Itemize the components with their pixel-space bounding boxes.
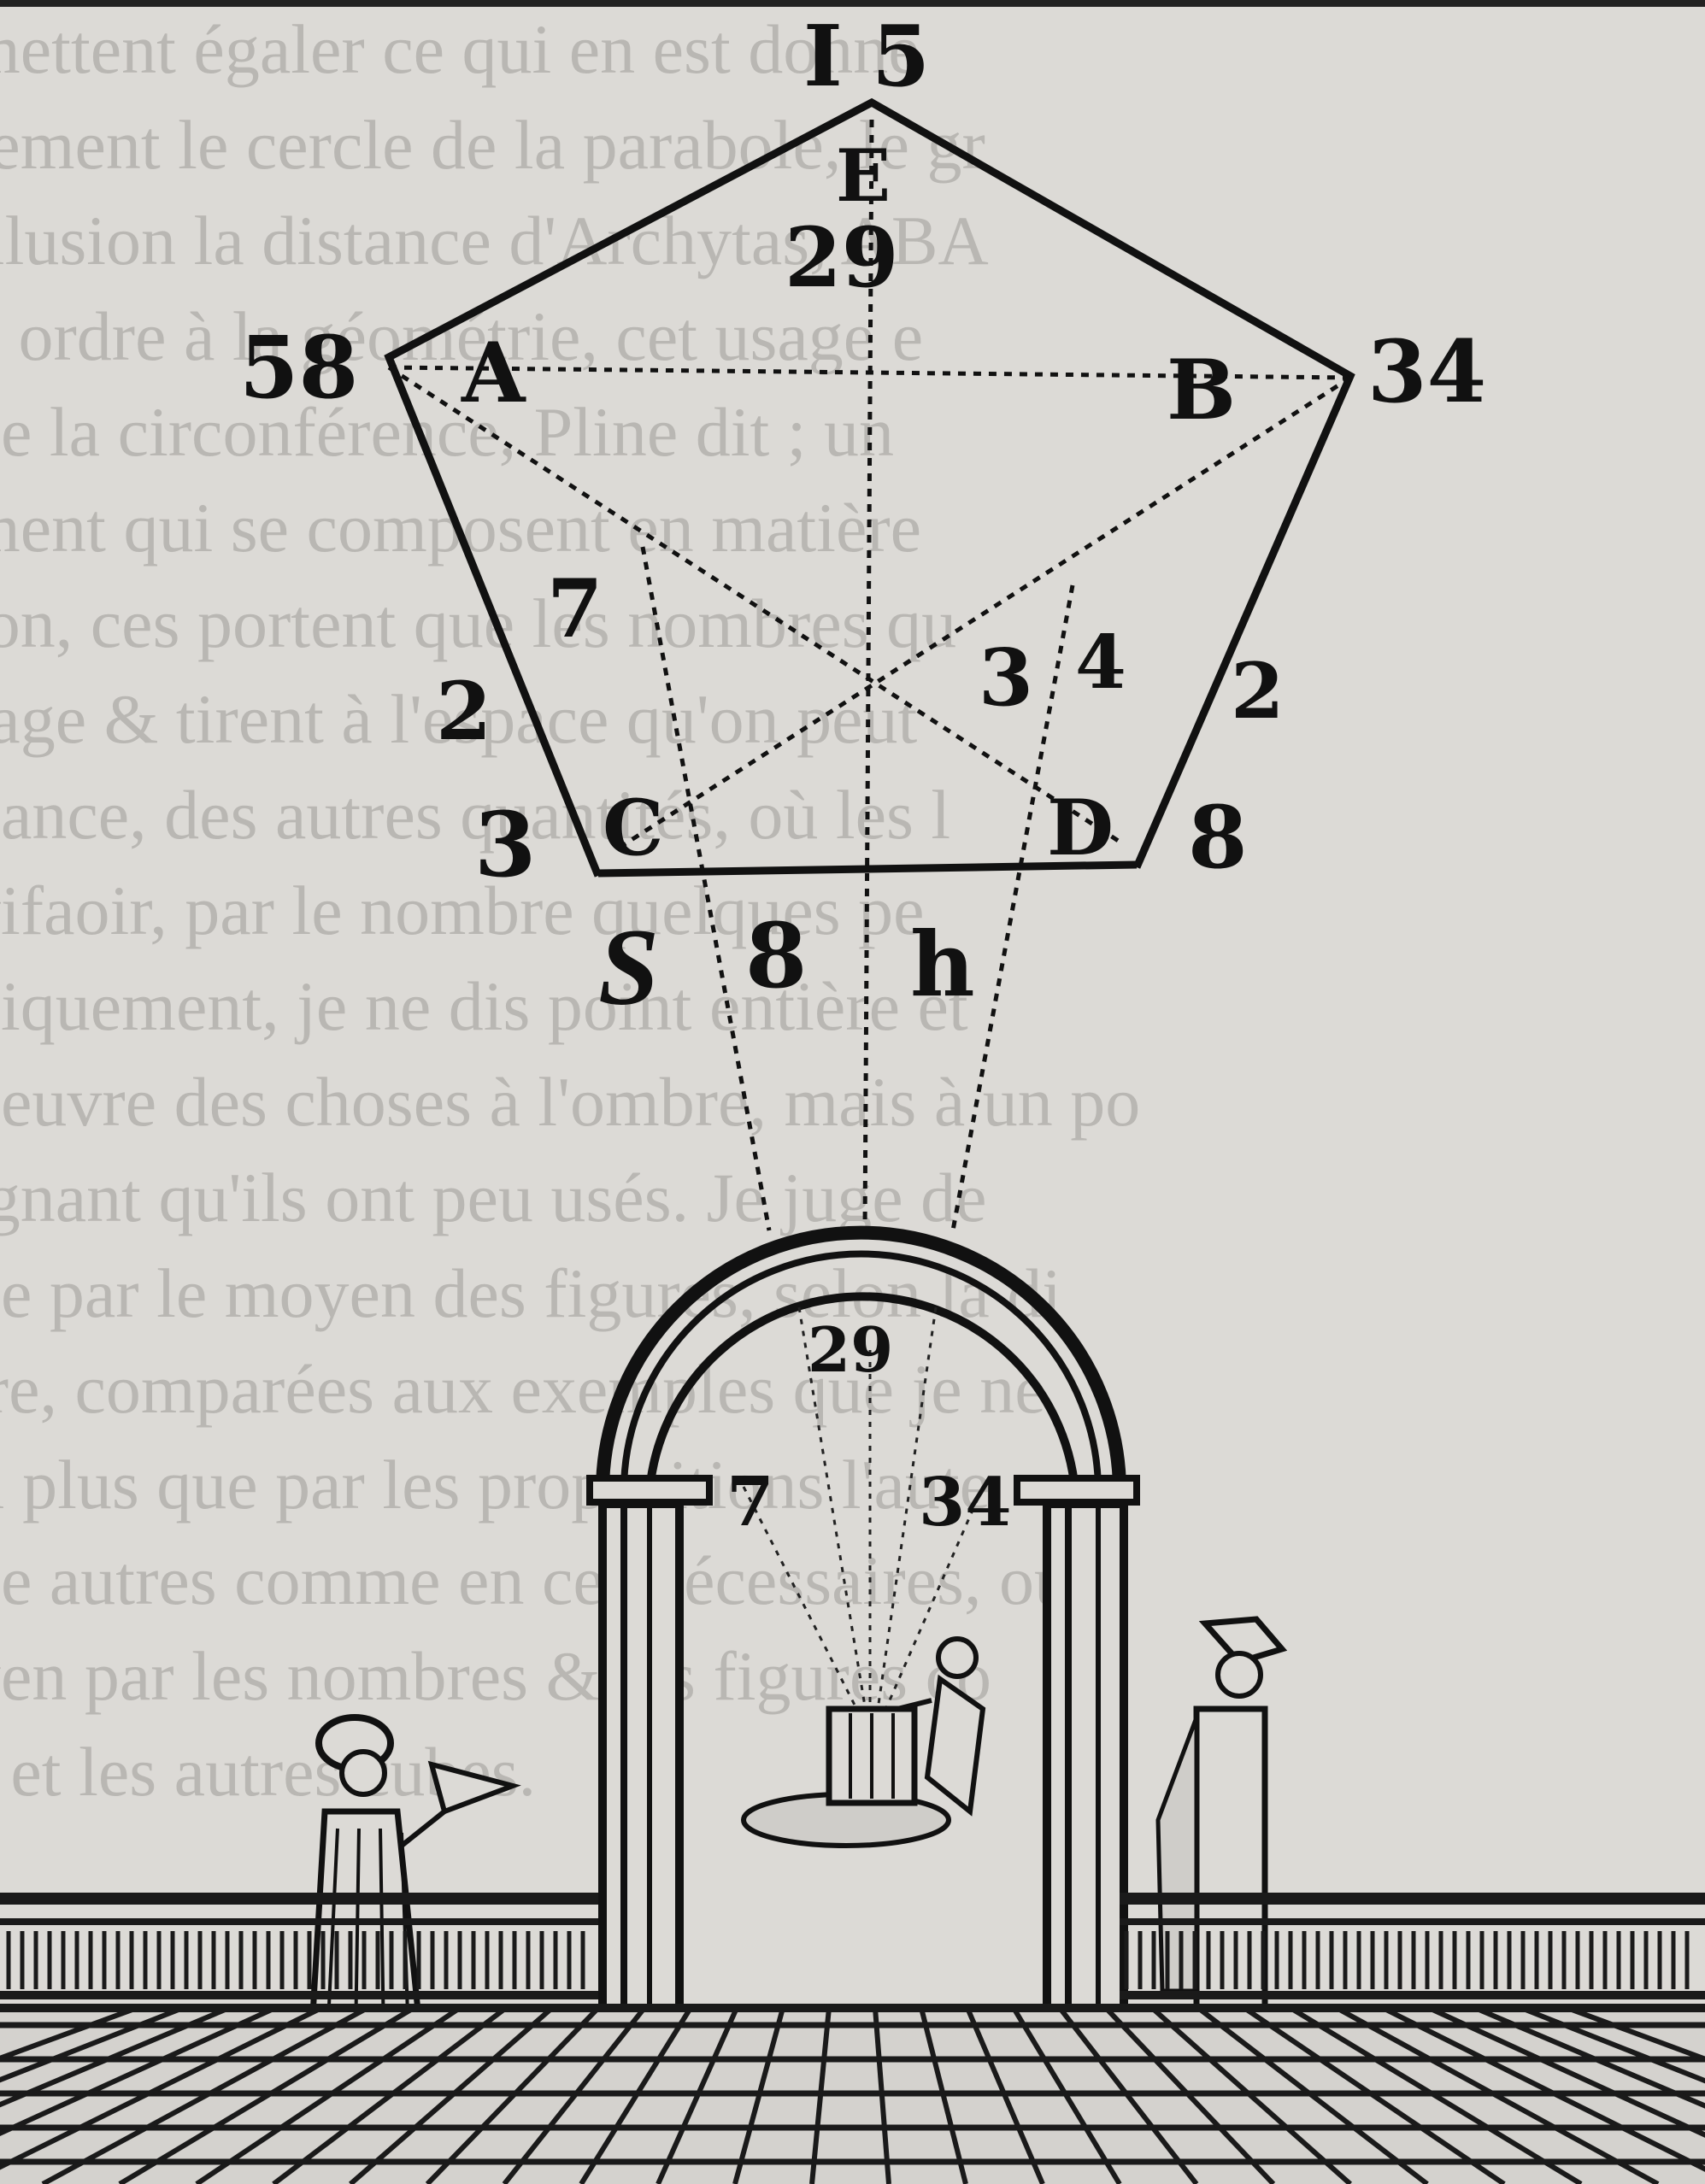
floor-line — [349, 2005, 554, 2184]
arch-mid — [620, 1250, 1102, 1492]
archway: 29 7 34 — [586, 1225, 1140, 2025]
floor-line — [1150, 2005, 1352, 2184]
fan-icon — [427, 1760, 521, 1815]
arch-label-top: 29 — [808, 1313, 893, 1386]
floor-line — [1427, 2005, 1705, 2138]
bleed-through-line: ire, comparées aux exemples que je ne — [0, 1350, 1046, 1428]
bottom-label-s: S — [598, 907, 659, 1028]
vertex-A-number: 58 — [239, 317, 358, 418]
dotted-ray-right — [950, 584, 1075, 1231]
floor-line — [41, 2005, 369, 2184]
floor-line — [579, 2006, 693, 2184]
bleed-through-line: illusion la distance d'Archytas, ABA — [0, 202, 989, 279]
floor-line — [425, 2005, 601, 2184]
bleed-through-line: ion, ces portent que les nombres qu — [0, 584, 956, 662]
floor-line — [1381, 2005, 1705, 2172]
pentagon-base — [597, 860, 1138, 878]
seated-figure — [741, 1636, 986, 1848]
side-label-right-outer: 2 — [1231, 646, 1285, 737]
vertex-B-number: 34 — [1367, 321, 1486, 422]
side-label-right-inner: 3 — [979, 631, 1033, 724]
ray-b — [874, 1306, 938, 1723]
vertex-D-letter: D — [1047, 783, 1114, 873]
vertex-C-number: 3 — [474, 792, 536, 897]
dotted-line-A-D — [387, 365, 1121, 844]
floor-line — [1057, 2006, 1199, 2184]
ray-a — [797, 1306, 869, 1723]
floor-line — [118, 2005, 415, 2184]
arch-inner — [645, 1292, 1079, 1492]
floor-line — [1473, 2005, 1705, 2109]
floor-line — [1566, 2005, 1705, 2062]
vertex-E-number: 29 — [785, 209, 899, 306]
bleed-through-line: il plus que par les propositions l'aute — [0, 1446, 991, 1524]
bleed-through-line: rage & tirent à l'espace qu'on peut — [0, 680, 918, 758]
floor-line — [0, 2005, 185, 2083]
side-label-left-upper: 7 — [547, 562, 603, 656]
left-column — [598, 1500, 684, 2025]
floor-line — [1335, 2005, 1660, 2184]
floor-line — [1196, 2005, 1429, 2184]
floor-line — [272, 2005, 508, 2184]
arch-outer — [596, 1225, 1126, 1492]
floor-line — [0, 2005, 323, 2170]
floor-line — [919, 2007, 968, 2184]
floor-line — [0, 2005, 231, 2108]
floor-line — [732, 2007, 785, 2184]
floor-line — [1011, 2006, 1122, 2184]
right-column — [1043, 1500, 1128, 2025]
dotted-line-axis — [862, 119, 874, 1231]
bottom-label-h: h — [910, 912, 975, 1017]
ray-c — [742, 1486, 865, 1723]
dotted-line-B-C — [614, 375, 1352, 853]
page-number: I 5 — [803, 8, 930, 106]
side-label-left-lower: 2 — [436, 665, 491, 759]
vertex-B-letter: B — [1167, 342, 1236, 438]
bleed-through-text: mettent égaler ce qui en est donné rement… — [0, 10, 1140, 1811]
floor-line — [502, 2006, 647, 2184]
tiled-floor — [0, 2004, 1705, 2184]
floor-line — [809, 2007, 832, 2184]
vertex-E-letter: E — [836, 133, 891, 218]
pentagon-outline — [384, 97, 1355, 878]
right-capital — [1014, 1475, 1140, 1506]
top-rule — [0, 0, 1705, 7]
floor-line — [873, 2007, 891, 2184]
arch-label-left: 7 — [726, 1461, 774, 1541]
bleed-through-line: vifaoir, par le nombre quelques pe — [0, 872, 925, 949]
floor-line — [965, 2006, 1045, 2184]
vertex-A-letter: A — [461, 325, 526, 421]
floor-line — [656, 2006, 739, 2184]
vertex-C-letter: C — [603, 783, 664, 873]
floor-line — [1243, 2005, 1506, 2184]
floor-line — [1520, 2005, 1705, 2084]
bleed-through-line: ge autres comme en ces nécessaires, ou — [0, 1541, 1069, 1619]
bleed-through-line: n ordre à la géométrie, cet usage e — [0, 297, 923, 375]
pentagon-figure — [384, 97, 1355, 1231]
vertex-D-number: 8 — [1188, 787, 1248, 888]
balustrade — [0, 1893, 1705, 1999]
pentagon-labels: I 5 E 29 58 A B 34 7 2 3 C 3 4 2 D 8 S 8… — [239, 8, 1486, 1028]
floor-line — [1289, 2005, 1583, 2184]
bleed-through-line: ue par le moyen des figures, selon la di — [0, 1254, 1061, 1332]
floor-line — [0, 2005, 277, 2137]
bleed-through-line: oeuvre des choses à l'ombre, mais à un p… — [0, 1063, 1140, 1141]
bleed-through-line: rement le cercle de la parabole, le gr — [0, 106, 985, 184]
side-label-right-middle: 4 — [1075, 619, 1126, 706]
bleed-through-line: mettent égaler ce qui en est donné — [0, 10, 920, 88]
bottom-label-8: 8 — [745, 903, 807, 1008]
floor-line — [0, 2005, 138, 2062]
balusters — [6, 1931, 1690, 1989]
arch-label-right: 34 — [919, 1464, 1012, 1541]
bleed-through-line: yen par les nombres & les figures co — [0, 1637, 991, 1715]
bleed-through-line: dance, des autres quantités, où les l — [0, 776, 950, 854]
floor-line — [195, 2005, 462, 2184]
left-capital — [586, 1475, 713, 1506]
bleed-through-line: de la circonférence, Pline dit ; un — [0, 393, 894, 471]
bleed-through-line: ignant qu'ils ont peu usés. Je juge de — [0, 1159, 987, 1236]
bleed-through-line: diquement, je ne dis point entière et — [0, 967, 968, 1045]
floor-line — [1103, 2005, 1276, 2184]
